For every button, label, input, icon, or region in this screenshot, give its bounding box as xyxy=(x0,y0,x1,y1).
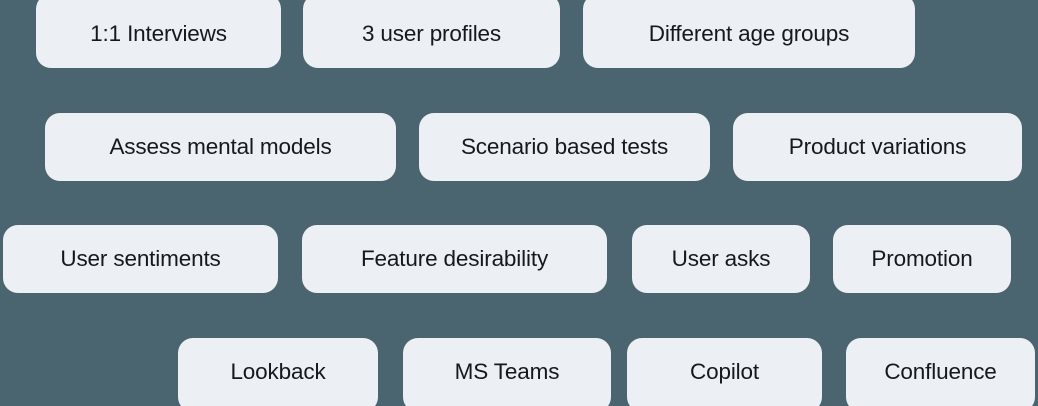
pill-label: Copilot xyxy=(690,358,759,384)
pill-label: Different age groups xyxy=(648,20,850,46)
pill-lookback[interactable]: Lookback xyxy=(178,338,378,406)
pill-scenario-based-tests[interactable]: Scenario based tests xyxy=(419,113,710,181)
pill-label: Scenario based tests xyxy=(460,133,669,159)
pill-ms-teams[interactable]: MS Teams xyxy=(403,338,611,406)
pill-label: User asks xyxy=(671,245,771,271)
pill-copilot[interactable]: Copilot xyxy=(627,338,822,406)
pill-label: User sentiments xyxy=(60,245,221,271)
pill-product-variations[interactable]: Product variations xyxy=(733,113,1022,181)
pill-user-sentiments[interactable]: User sentiments xyxy=(3,225,278,293)
pill-1-1-interviews[interactable]: 1:1 Interviews xyxy=(36,0,281,68)
pill-label: Assess mental models xyxy=(109,133,332,159)
pill-label: Feature desirability xyxy=(360,245,549,271)
pill-assess-mental-models[interactable]: Assess mental models xyxy=(45,113,396,181)
pill-label: Confluence xyxy=(884,358,997,384)
pill-promotion[interactable]: Promotion xyxy=(833,225,1011,293)
pill-different-age-groups[interactable]: Different age groups xyxy=(583,0,915,68)
pill-label: Promotion xyxy=(871,245,973,271)
pill-user-asks[interactable]: User asks xyxy=(632,225,810,293)
pill-label: Product variations xyxy=(788,133,967,159)
pill-feature-desirability[interactable]: Feature desirability xyxy=(302,225,607,293)
pill-label: Lookback xyxy=(230,358,326,384)
pill-3-user-profiles[interactable]: 3 user profiles xyxy=(303,0,560,68)
pill-label: 3 user profiles xyxy=(361,20,502,46)
pill-label: MS Teams xyxy=(454,358,560,384)
pill-confluence[interactable]: Confluence xyxy=(846,338,1035,406)
pill-label: 1:1 Interviews xyxy=(90,20,227,46)
